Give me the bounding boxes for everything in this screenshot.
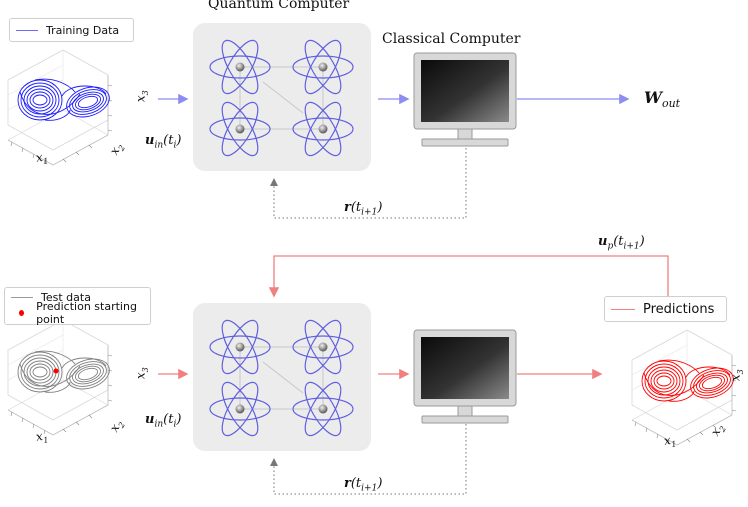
prediction-start-point: [53, 368, 59, 374]
prediction-feedback-label: up(ti+1): [598, 234, 645, 252]
monitor-icon: [413, 52, 517, 147]
reservoir-state-label-top: r(ti+1): [344, 200, 383, 218]
quantum-computer-box-top: [193, 23, 371, 171]
test-attractor-plot: [7, 319, 114, 436]
quantum-computer-box-bottom: [193, 303, 371, 451]
training-attractor-plot: [7, 49, 114, 166]
classical-computer-top: [413, 52, 517, 147]
legend-test: Test data Prediction starting point: [4, 287, 151, 326]
axis-label-x1-pred: x1: [662, 432, 678, 450]
classical-computer-bottom: [413, 329, 517, 424]
training-line-swatch: [16, 29, 38, 31]
quantum-computer-title: Quantum Computer: [208, 0, 350, 12]
classical-computer-title: Classical Computer: [382, 31, 521, 47]
reservoir-state-label-bottom: r(ti+1): [344, 476, 383, 494]
monitor-icon: [413, 329, 517, 424]
axis-label-x3-pred: x3: [728, 369, 746, 382]
legend-predictions: Predictions: [604, 296, 727, 322]
legend-training-label: Training Data: [46, 23, 120, 37]
axis-label-x3-test: x3: [133, 367, 151, 380]
legend-test-label: Test data: [41, 290, 91, 304]
axis-label-x1-test: x1: [34, 428, 50, 446]
prediction-line-swatch: [611, 308, 635, 310]
feedback-loop-predictions: [268, 255, 669, 298]
start-point-swatch: [19, 310, 25, 316]
feedback-dotted-top: [270, 148, 467, 219]
input-vector-label-top: uin(ti): [145, 133, 182, 151]
legend-training: Training Data: [9, 18, 134, 42]
axis-label-x3-top: x3: [133, 90, 151, 103]
output-weights-label: Wout: [644, 88, 681, 111]
input-vector-label-bottom: uin(ti): [145, 412, 182, 430]
legend-predictions-label: Predictions: [643, 301, 715, 317]
axis-label-x1-top: x1: [34, 149, 50, 167]
legend-start-label: Prediction starting point: [36, 300, 137, 326]
test-line-swatch: [11, 296, 33, 298]
